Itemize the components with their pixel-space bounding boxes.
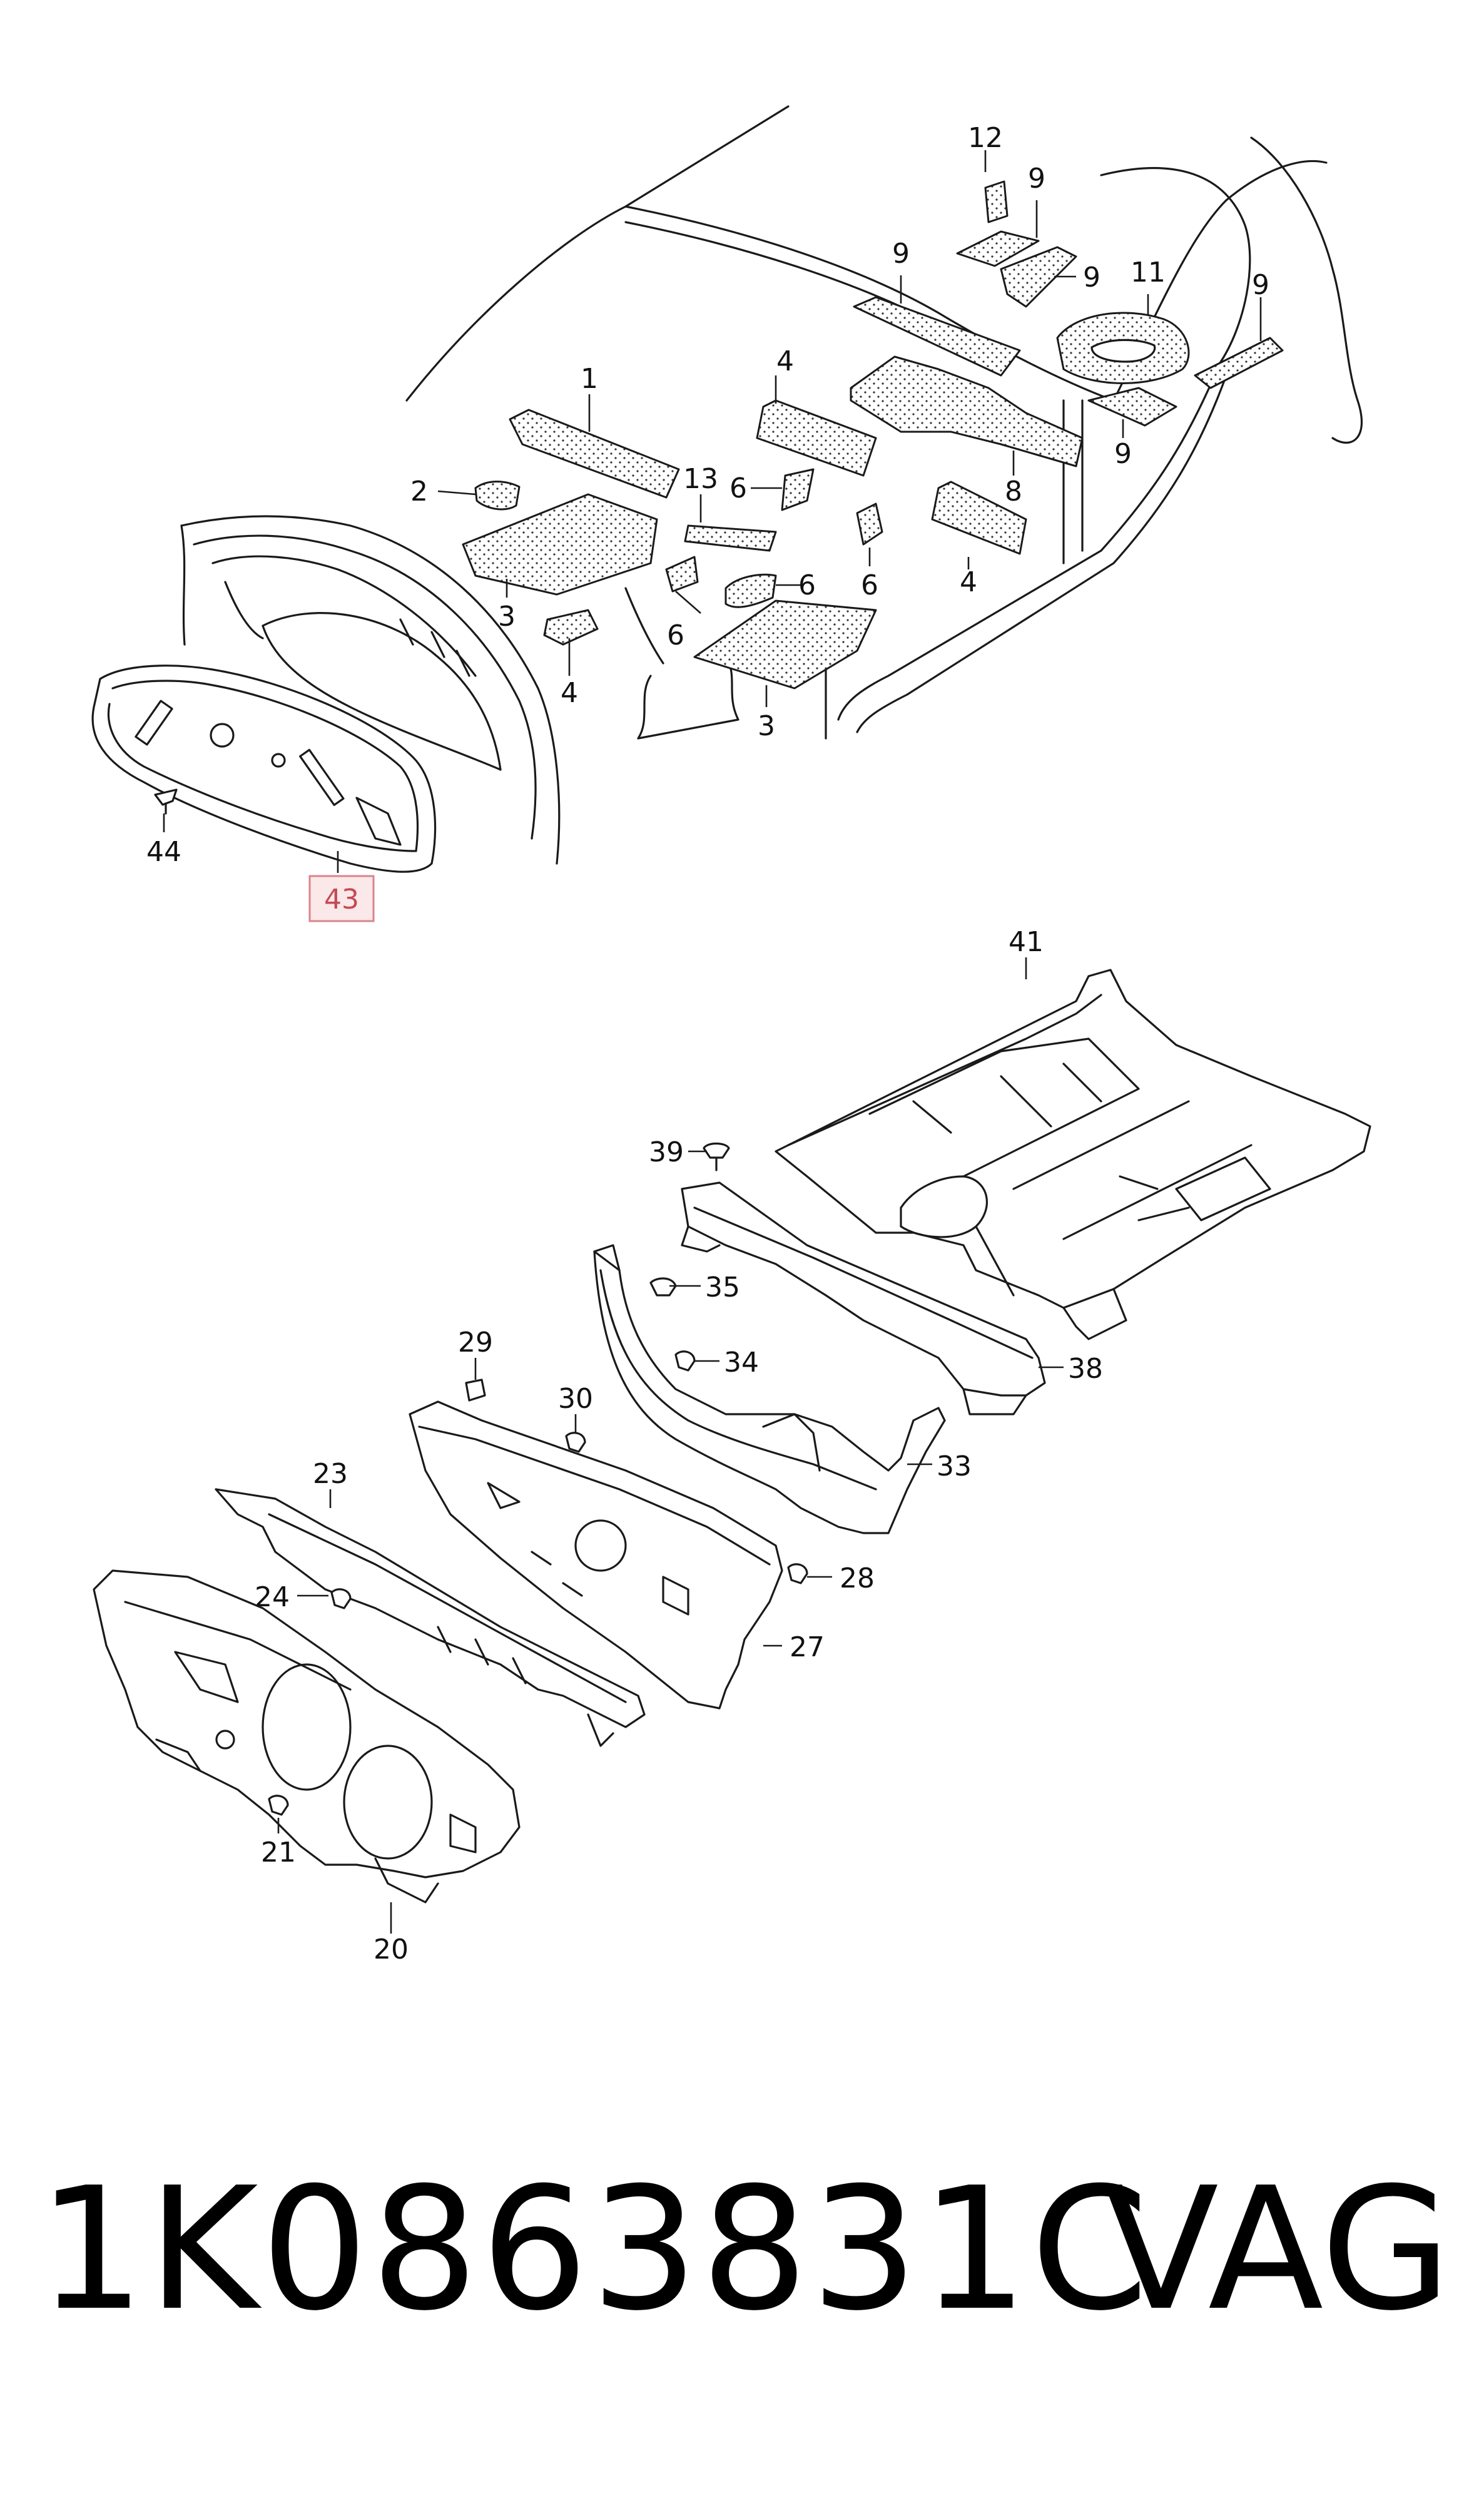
callout-1: 1: [581, 363, 598, 395]
part-number: 1K0863831C: [38, 2151, 1151, 2348]
callout-6c: 6: [798, 569, 816, 601]
callout-4b: 4: [776, 345, 794, 377]
strip-insulation-23: [215, 1488, 646, 1747]
callout-6a: 6: [729, 472, 747, 504]
dash-insulation-20: [93, 1569, 521, 1904]
clip-34: [674, 1350, 696, 1372]
leader-lines: [163, 150, 1262, 1934]
highlight-box: [308, 875, 375, 922]
callout-11: 11: [1131, 257, 1166, 288]
callout-44: 44: [146, 836, 181, 868]
hood-insulation-pad: [91, 665, 437, 873]
callout-41: 41: [1009, 926, 1044, 958]
clip-29: [465, 1379, 486, 1402]
callout-9c: 9: [1083, 262, 1100, 293]
callout-21: 21: [261, 1837, 296, 1868]
callout-33: 33: [937, 1450, 972, 1482]
insulation-pads: [462, 180, 1284, 690]
callout-2: 2: [410, 476, 428, 507]
callout-3b: 3: [758, 710, 775, 742]
callout-35: 35: [705, 1272, 740, 1303]
callout-13: 13: [683, 463, 718, 495]
callout-30: 30: [558, 1383, 593, 1415]
callout-23: 23: [313, 1458, 348, 1490]
callout-6b: 6: [667, 619, 684, 651]
callout-20: 20: [374, 1934, 409, 1965]
bulkhead-panel-27: [409, 1400, 783, 1710]
clip-39: [703, 1142, 730, 1171]
callout-4c: 4: [960, 566, 977, 598]
hood-outline: [180, 515, 561, 865]
callout-3a: 3: [498, 601, 516, 633]
callout-43: 43: [324, 884, 359, 915]
callout-9b: 9: [892, 238, 910, 270]
caption-bar: 1K0863831C VAG: [38, 2165, 1451, 2403]
callout-28: 28: [840, 1562, 875, 1594]
clip-24: [330, 1588, 352, 1609]
callout-labels: 1 2 3 4 4 6 13 6 6 6 3 4 8 12 9 9 9 11 9…: [146, 122, 1269, 1965]
bulkhead-insulation-33: [593, 1244, 946, 1534]
callout-9e: 9: [1114, 438, 1132, 470]
parts-diagram: 1 2 3 4 4 6 13 6 6 6 3 4 8 12 9 9 9 11 9…: [91, 105, 1371, 1965]
clip-21: [268, 1795, 289, 1816]
clip-30: [565, 1432, 586, 1453]
callout-9d: 9: [1252, 269, 1269, 301]
cross-insulation-38: [681, 1181, 1046, 1415]
floor-insulation-41: [775, 969, 1371, 1340]
clip-28: [787, 1563, 808, 1584]
callout-24: 24: [255, 1581, 290, 1613]
brand-label: VAG: [1103, 2151, 1451, 2348]
callout-38: 38: [1068, 1353, 1103, 1385]
callout-34: 34: [724, 1347, 759, 1379]
callout-39: 39: [649, 1136, 684, 1168]
callout-4a: 4: [561, 677, 578, 709]
callout-12: 12: [968, 122, 1003, 154]
clip-44: [154, 788, 178, 815]
callout-6d: 6: [861, 569, 878, 601]
clip-35: [649, 1277, 677, 1297]
callout-9a: 9: [1028, 163, 1045, 195]
callout-27: 27: [790, 1631, 825, 1663]
highlighted-callout-43[interactable]: 43: [308, 875, 375, 922]
callout-29: 29: [458, 1327, 493, 1358]
callout-8: 8: [1005, 476, 1022, 507]
